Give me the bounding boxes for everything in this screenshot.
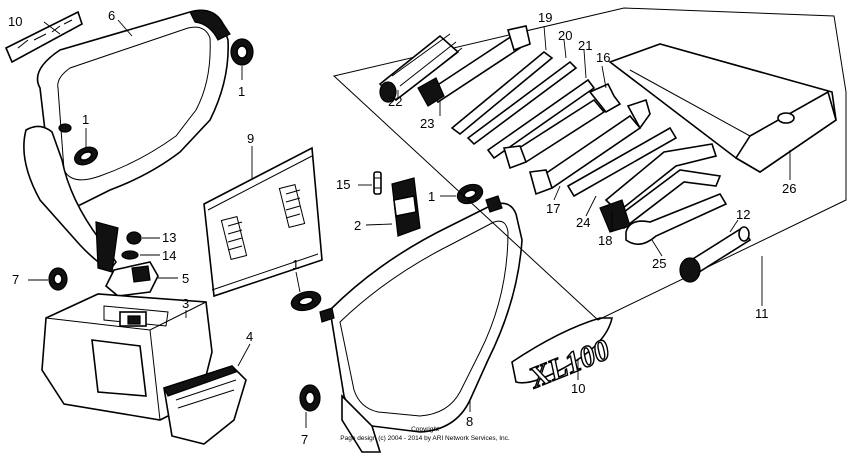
callout-labels: 10 6 1 1 13 14 7 5 3 4 9 15 2 1 1 7 8 19… xyxy=(8,8,796,447)
tool-bag-part xyxy=(608,43,837,173)
callout-9: 9 xyxy=(247,131,254,146)
grommet-part xyxy=(299,384,321,412)
screwdriver-blade-part xyxy=(450,50,554,136)
emblem-strip-part xyxy=(4,10,83,64)
box-wrench-part xyxy=(417,25,531,107)
spark-plug-wrench-part xyxy=(679,226,752,283)
callout-3: 3 xyxy=(182,296,189,311)
callout-24: 24 xyxy=(576,215,590,230)
right-side-cover-part xyxy=(319,195,523,453)
nut-part xyxy=(126,231,142,245)
copyright-line-2: Page design (c) 2004 - 2014 by ARI Netwo… xyxy=(340,435,510,442)
callout-19: 19 xyxy=(538,10,552,25)
callout-4: 4 xyxy=(246,329,253,344)
callout-22: 22 xyxy=(388,94,402,109)
callout-14: 14 xyxy=(162,248,176,263)
open-end-wrench-part xyxy=(528,98,651,196)
copyright-notice: Copyright Page design (c) 2004 - 2014 by… xyxy=(340,426,510,442)
callout-1: 1 xyxy=(292,257,299,272)
fuse-holder-part xyxy=(391,177,421,237)
tool-kit-tray-outline xyxy=(332,7,847,321)
callout-13: 13 xyxy=(162,230,176,245)
wrench-bar-part xyxy=(486,78,596,160)
grommet-part xyxy=(48,267,68,291)
grommet-part xyxy=(456,183,484,205)
callout-6: 6 xyxy=(108,8,115,23)
callout-16: 16 xyxy=(596,50,610,65)
grommet-part xyxy=(290,290,322,312)
callout-10: 10 xyxy=(8,14,22,29)
xl100-emblem-part: XL100 xyxy=(511,317,615,396)
screwdriver-blade-part xyxy=(466,60,578,146)
screwdriver-handle-part xyxy=(378,33,463,103)
callout-26: 26 xyxy=(782,181,796,196)
wrench-part xyxy=(566,126,678,198)
callout-11: 11 xyxy=(755,306,769,321)
cap-part xyxy=(163,365,247,445)
callout-25: 25 xyxy=(652,256,666,271)
pin-spanner-part xyxy=(625,193,728,245)
callout-5: 5 xyxy=(182,271,189,286)
callout-8: 8 xyxy=(466,414,473,429)
callout-21: 21 xyxy=(578,38,592,53)
callout-15: 15 xyxy=(336,177,350,192)
callout-10: 10 xyxy=(571,381,585,396)
callout-18: 18 xyxy=(598,233,612,248)
callout-7: 7 xyxy=(12,272,19,287)
grommet-part xyxy=(230,38,254,66)
leader-lines xyxy=(28,19,791,428)
callout-1: 1 xyxy=(428,189,435,204)
left-side-cover-part xyxy=(23,9,231,273)
fuse-part xyxy=(373,171,382,195)
clip-part xyxy=(105,261,159,297)
copyright-line-1: Copyright xyxy=(411,426,439,433)
pliers-part xyxy=(599,143,722,233)
open-end-wrench-part xyxy=(502,82,622,170)
callout-1: 1 xyxy=(238,84,245,99)
callout-12: 12 xyxy=(736,207,750,222)
callout-23: 23 xyxy=(420,116,434,131)
filter-sheet-part xyxy=(203,146,323,298)
callout-7: 7 xyxy=(301,432,308,447)
callout-2: 2 xyxy=(354,218,361,233)
washer-part xyxy=(121,250,139,260)
callout-20: 20 xyxy=(558,28,572,43)
callout-1: 1 xyxy=(82,112,89,127)
callout-17: 17 xyxy=(546,201,560,216)
